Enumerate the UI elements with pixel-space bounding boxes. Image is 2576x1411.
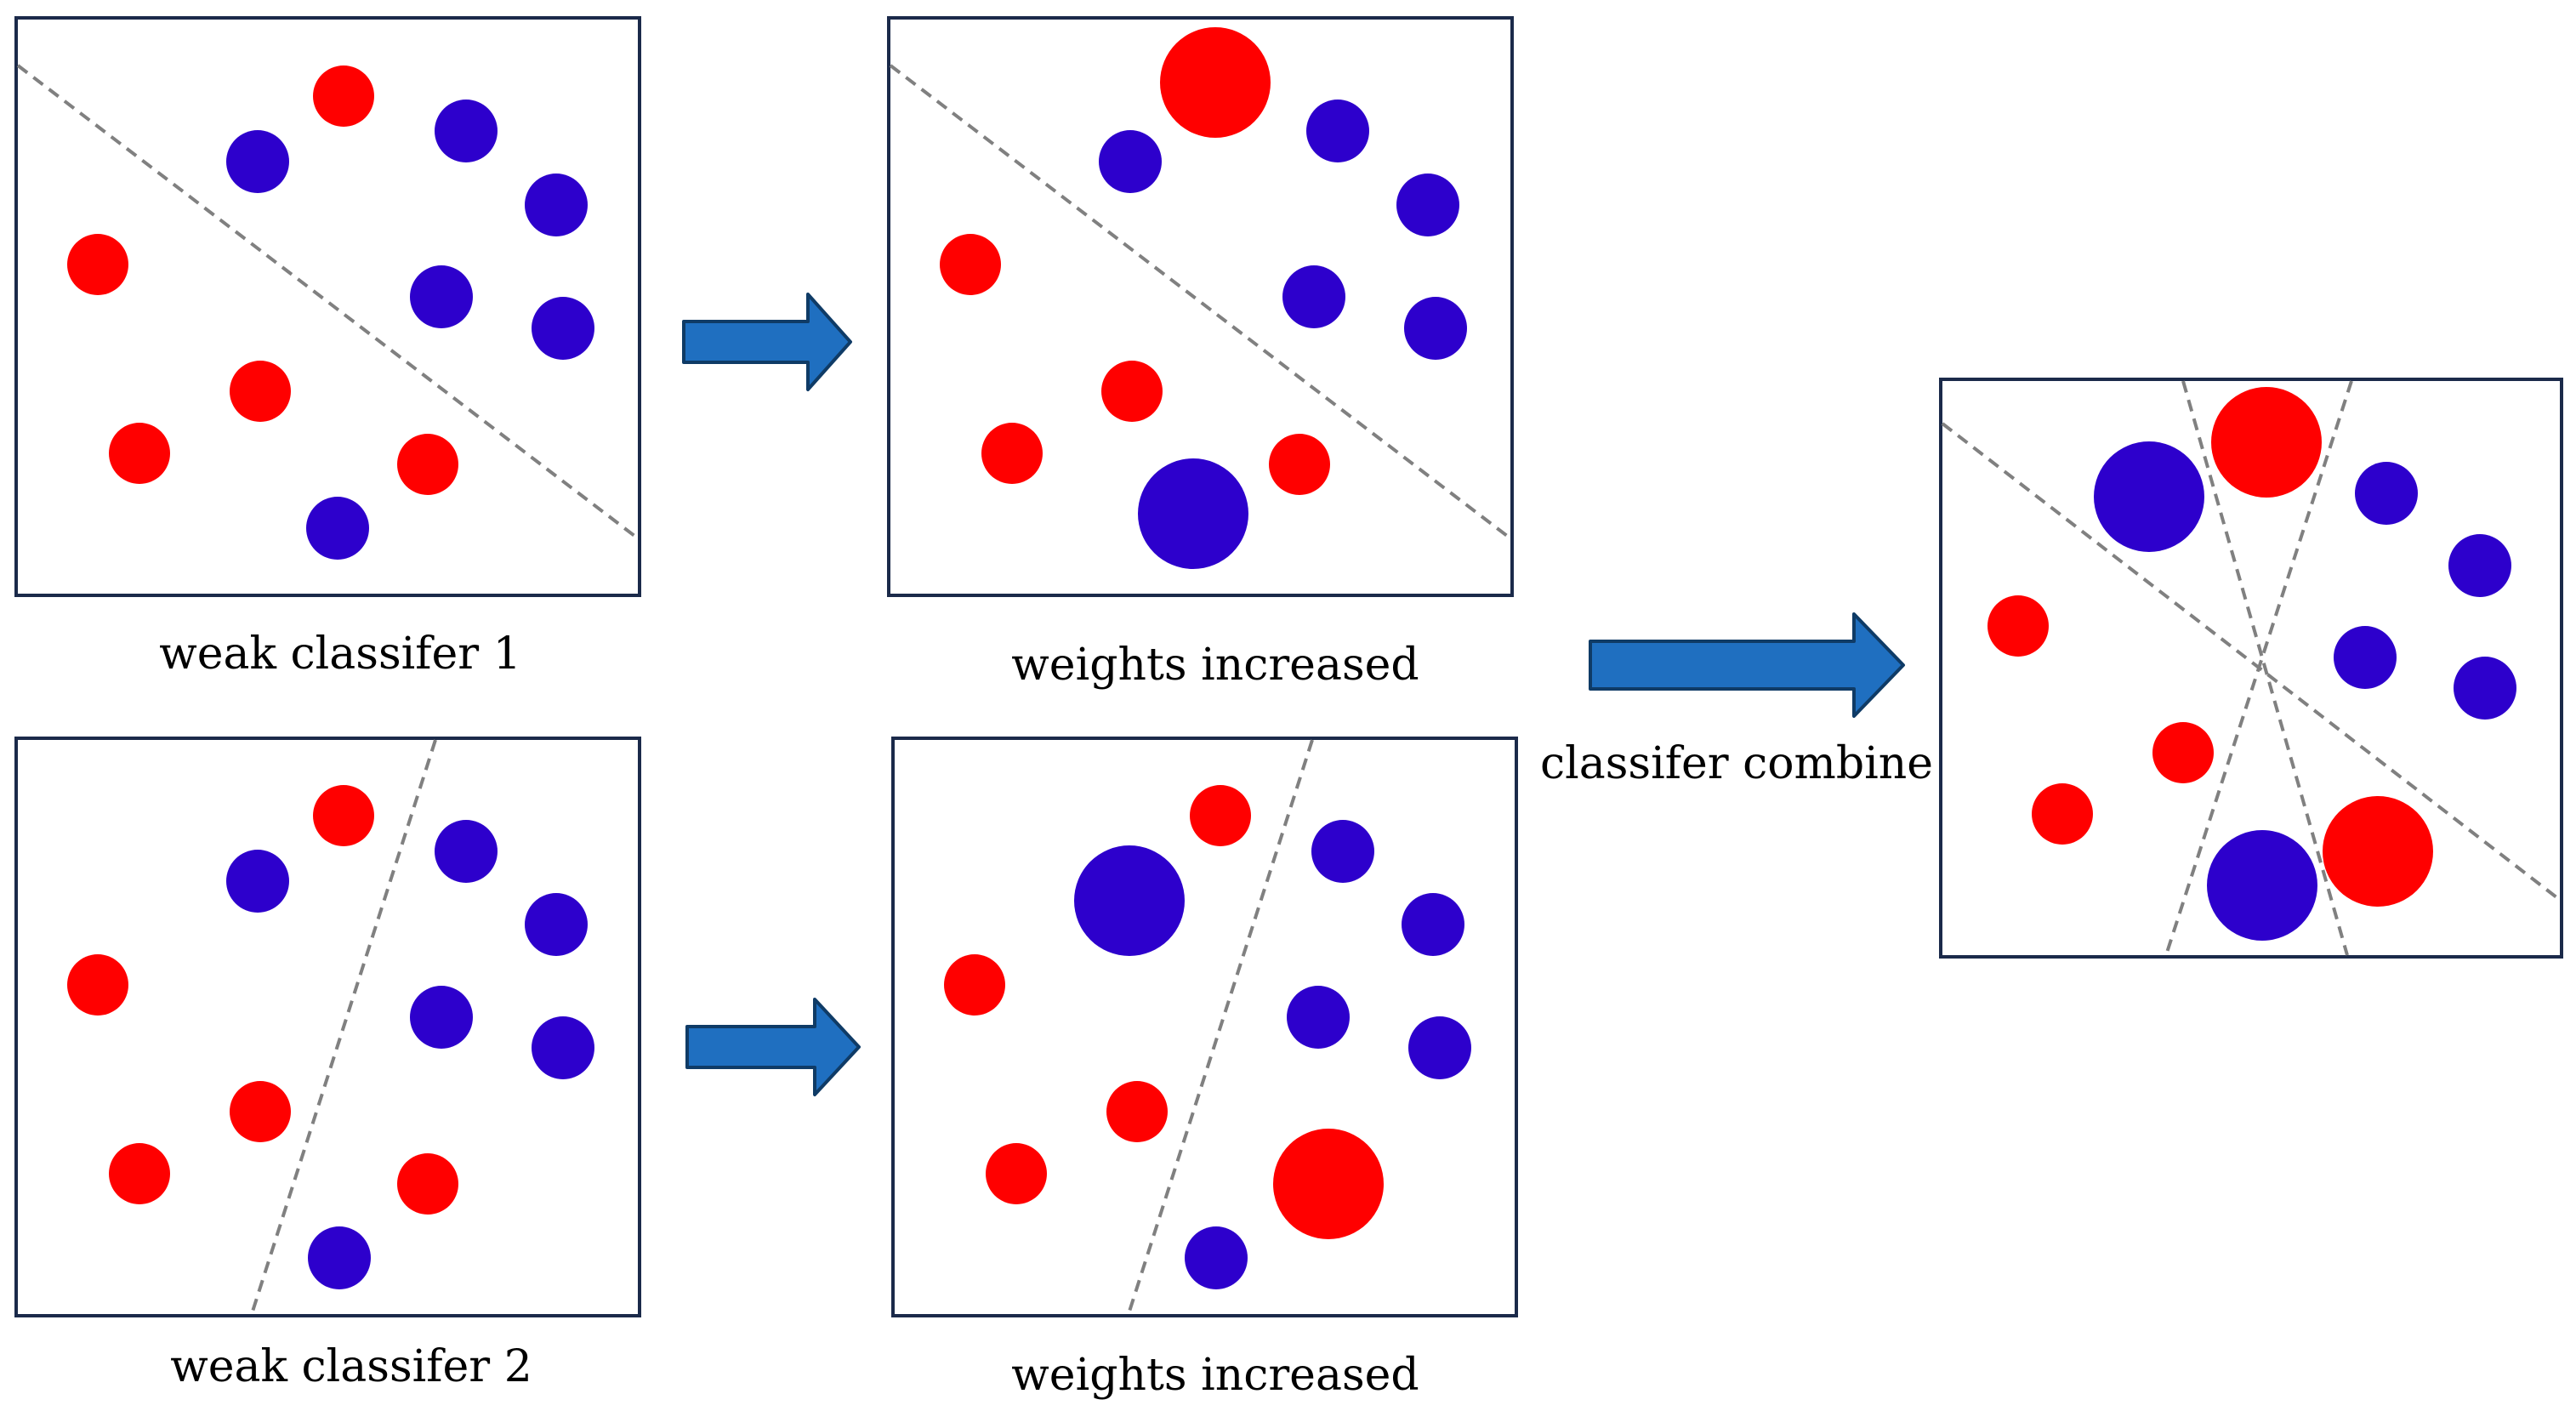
blue-point	[1282, 265, 1345, 328]
blue-point	[525, 893, 588, 956]
red-point	[109, 1143, 170, 1204]
arrow-right-combine	[1589, 612, 1905, 718]
blue-point	[1306, 100, 1369, 162]
blue-point	[1402, 893, 1464, 956]
red-point	[67, 954, 128, 1016]
red-point	[397, 1153, 458, 1215]
blue-point	[2454, 657, 2516, 720]
red-point-large	[2211, 387, 2322, 498]
red-point	[940, 234, 1001, 295]
caption-weak-classifier-1: weak classifer 1	[159, 629, 521, 680]
red-point	[230, 1081, 291, 1142]
red-point	[1987, 595, 2049, 657]
points-weights-increased-top	[940, 27, 1467, 569]
blue-point	[1099, 130, 1162, 193]
combined-boundary-diagonal	[1941, 422, 2562, 902]
blue-point	[1396, 174, 1459, 236]
blue-point	[525, 174, 588, 236]
caption-classifier-combine: classifer combine	[1540, 738, 1933, 789]
blue-point	[435, 820, 498, 883]
blue-point	[532, 297, 594, 360]
red-point-large	[1273, 1129, 1384, 1239]
blue-point	[1404, 297, 1467, 360]
points-weak-classifier-2	[67, 785, 594, 1289]
red-point	[313, 785, 374, 846]
red-point	[67, 234, 128, 295]
points-weights-increased-bottom	[944, 785, 1471, 1289]
combined-boundary-left	[2164, 380, 2353, 956]
red-point	[2152, 722, 2214, 783]
blue-point	[435, 100, 498, 162]
decision-boundary-2	[250, 739, 437, 1315]
red-point	[109, 423, 170, 484]
red-point-large	[2323, 796, 2433, 907]
blue-point-large	[1074, 845, 1185, 956]
red-point	[397, 434, 458, 495]
blue-point	[1185, 1226, 1248, 1289]
red-point	[230, 361, 291, 422]
red-point	[1269, 434, 1330, 495]
red-point	[313, 65, 374, 127]
red-point	[1106, 1081, 1168, 1142]
blue-point	[226, 850, 289, 913]
blue-point	[410, 986, 473, 1049]
combined-boundary-right	[2181, 380, 2349, 956]
caption-weights-increased-top: weights increased	[1011, 640, 1419, 691]
blue-point	[1311, 820, 1374, 883]
blue-point	[1287, 986, 1350, 1049]
caption-weights-increased-bottom: weights increased	[1011, 1350, 1419, 1401]
red-point	[944, 954, 1005, 1016]
blue-point	[306, 497, 369, 560]
blue-point-large	[2207, 830, 2317, 941]
decision-boundary-1-reweighted	[889, 64, 1512, 540]
blue-point	[532, 1016, 594, 1079]
red-point-large	[1160, 27, 1271, 138]
points-weak-classifier-1	[67, 65, 594, 560]
points-combined-classifier	[1987, 387, 2516, 941]
decision-boundary-2-reweighted	[1127, 739, 1314, 1315]
blue-point	[410, 265, 473, 328]
blue-point-large	[2094, 441, 2204, 552]
arrow-right-top	[682, 293, 852, 391]
red-point	[1101, 361, 1163, 422]
blue-point	[2448, 534, 2511, 597]
blue-point	[1408, 1016, 1471, 1079]
red-point	[981, 423, 1043, 484]
blue-point	[2334, 626, 2397, 689]
blue-point-large	[1138, 458, 1248, 569]
blue-point	[2355, 462, 2418, 525]
caption-weak-classifier-2: weak classifer 2	[170, 1341, 532, 1392]
red-point	[1190, 785, 1251, 846]
arrow-right-bottom	[685, 998, 861, 1096]
decision-boundary-1	[16, 64, 640, 540]
red-point	[2032, 783, 2093, 845]
red-point	[986, 1143, 1047, 1204]
blue-point	[308, 1226, 371, 1289]
blue-point	[226, 130, 289, 193]
